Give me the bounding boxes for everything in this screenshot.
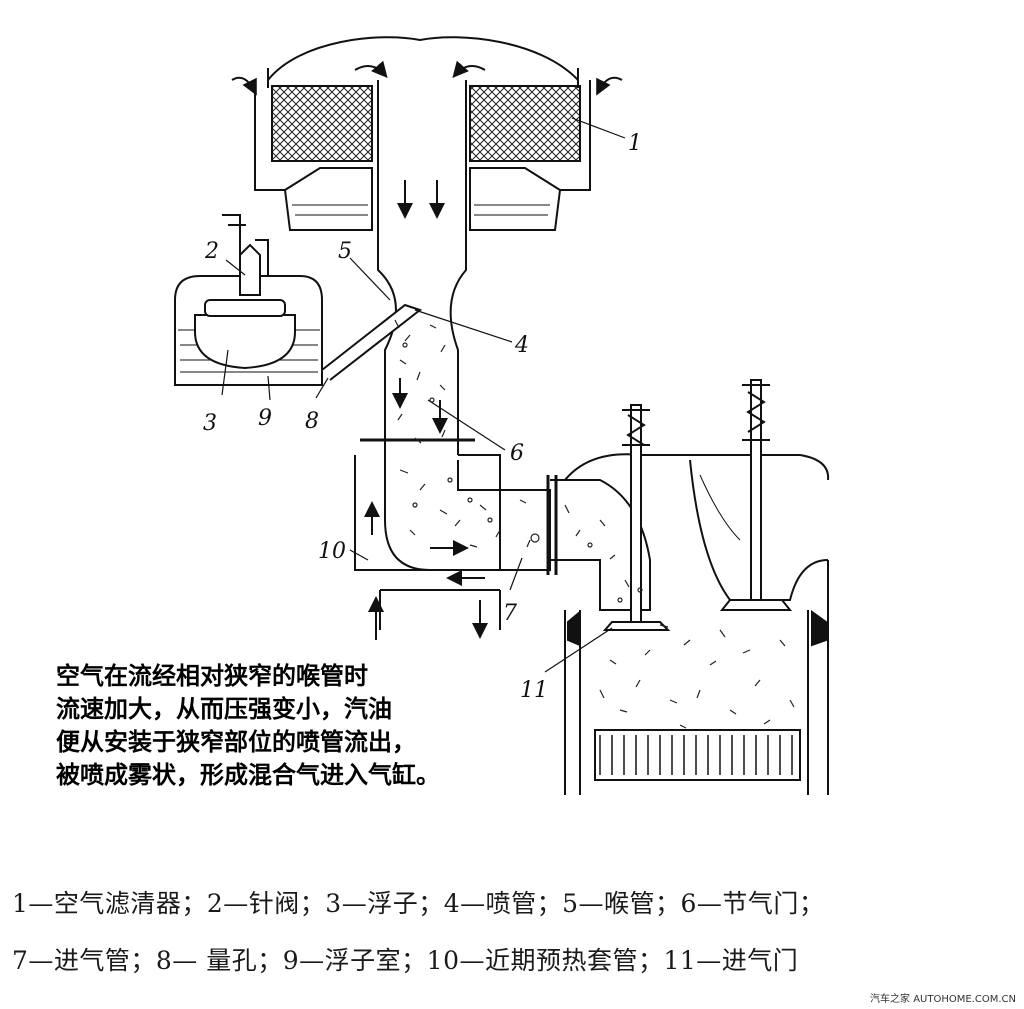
description-line-2: 流速加大，从而压强变小，汽油 [56, 695, 392, 723]
piston [594, 729, 801, 781]
needle-valve [239, 243, 261, 296]
cylinder-head [564, 379, 830, 631]
description-text: 空气在流经相对狭窄的喉管时 流速加大，从而压强变小，汽油 便从安装于狭窄部位的喷… [56, 660, 536, 792]
float [194, 314, 296, 370]
cylinder [564, 560, 829, 795]
label-8: 8 [305, 409, 319, 434]
filter-element-right [469, 85, 581, 162]
fuel-mixture [394, 319, 795, 729]
watermark: 汽车之家 AUTOHOME.COM.CN [870, 994, 1016, 1005]
leader-lines [221, 117, 626, 673]
label-10: 10 [318, 539, 346, 564]
label-7: 7 [503, 601, 517, 626]
float-chamber [174, 214, 423, 386]
label-1: 1 [628, 131, 642, 156]
legend-line-1: 1—空气滤清器；2—针阀；3—浮子；4—喷管；5—喉管；6—节气门； [12, 889, 825, 918]
description-line-1: 空气在流经相对狭窄的喉管时 [56, 662, 368, 690]
label-4: 4 [514, 333, 529, 358]
label-6: 6 [510, 441, 524, 466]
fuel-jet [321, 303, 423, 381]
description-line-4: 被喷成雾状，形成混合气进入气缸。 [56, 761, 440, 789]
label-11: 11 [520, 678, 548, 703]
label-3: 3 [203, 411, 217, 436]
legend-line-2: 7—进气管；8— 量孔；9—浮子室；10—近期预热套管；11—进气门 [12, 946, 799, 975]
filter-element-left [271, 85, 373, 162]
label-5: 5 [338, 239, 352, 264]
label-9: 9 [258, 406, 272, 431]
air-filter [254, 36, 591, 231]
label-2: 2 [204, 239, 219, 264]
venturi-throat [377, 80, 467, 455]
description-line-3: 便从安装于狭窄部位的喷管流出， [56, 728, 416, 756]
